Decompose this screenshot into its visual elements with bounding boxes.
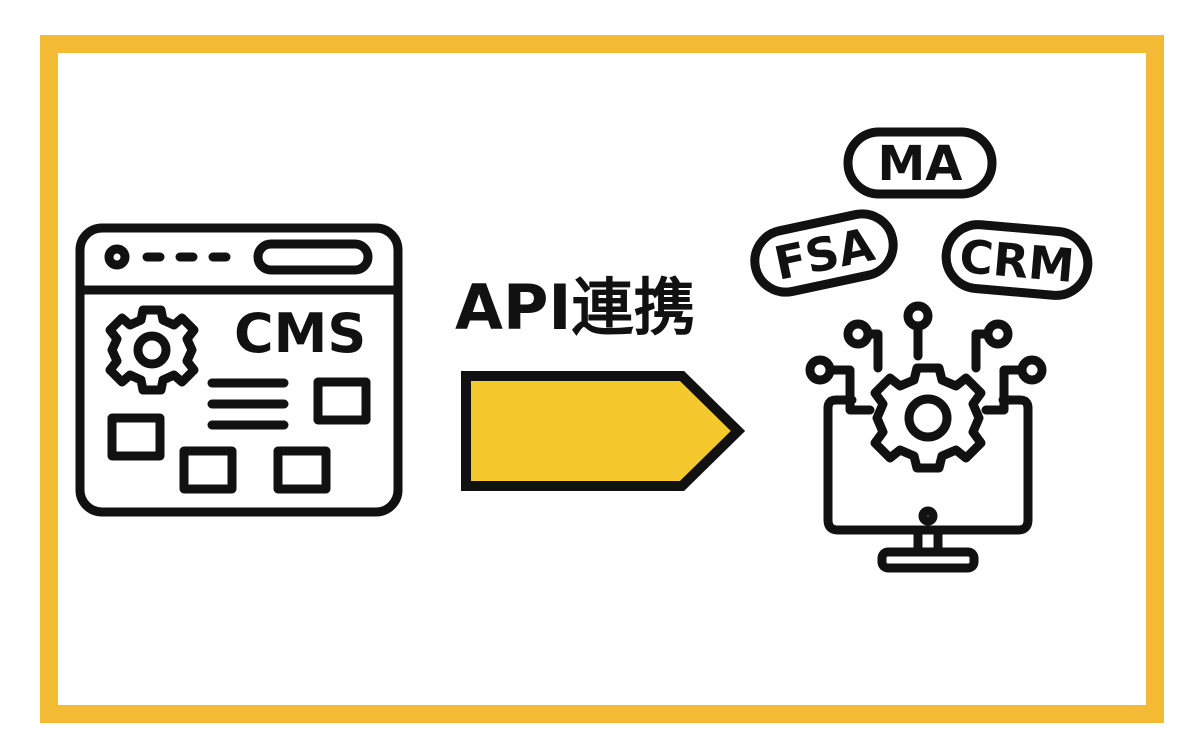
bubble-label-ma: MA [878, 136, 963, 192]
gear-icon [870, 363, 986, 473]
monitor-stand [877, 547, 979, 573]
bubble-crm: CRM [941, 220, 1093, 300]
content-block [107, 413, 165, 461]
address-bar [253, 239, 373, 275]
monitor-gear-integration-icon [805, 301, 1047, 573]
api-integration-label: API連携 [455, 271, 696, 344]
window-control-icon [104, 244, 130, 270]
cms-browser-window-icon: CMS [75, 223, 403, 517]
bubble-ma: MA [843, 127, 997, 199]
right-arrow-icon [461, 371, 746, 491]
cms-label: CMS [234, 302, 366, 365]
content-block [313, 377, 371, 425]
content-block [273, 446, 331, 494]
gear-icon [105, 305, 199, 395]
bubble-label-crm: CRM [957, 229, 1076, 293]
content-block [179, 446, 237, 494]
bubble-fsa: FSA [750, 209, 898, 297]
power-button-icon [918, 506, 938, 526]
